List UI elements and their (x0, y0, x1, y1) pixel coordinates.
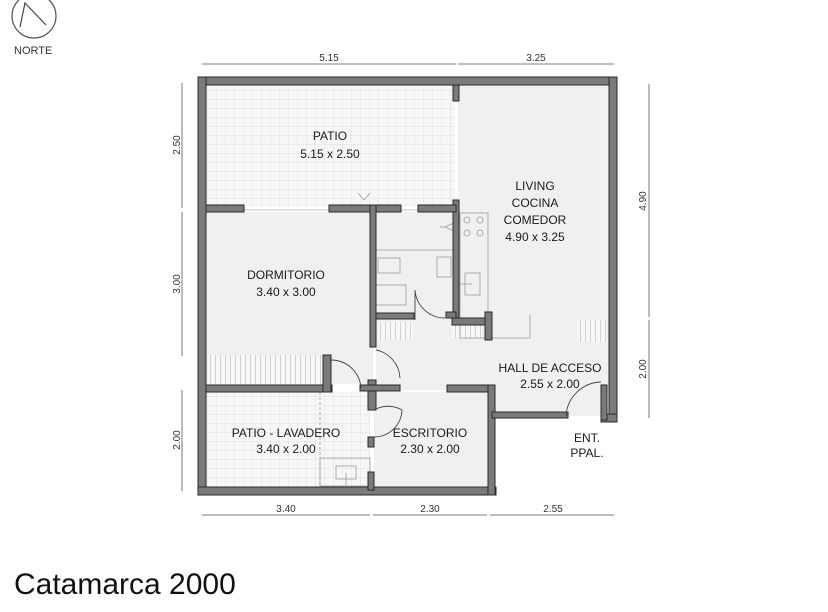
fixtures (208, 192, 607, 487)
room-size: 3.40 x 3.00 (256, 285, 316, 299)
north-arrow-icon: NORTE (11, 0, 57, 57)
hall-floor (376, 320, 611, 390)
svg-text:5.15: 5.15 (319, 53, 339, 64)
room-name: PATIO - LAVADERO (232, 426, 340, 440)
room-size: 2.55 x 2.00 (520, 377, 580, 391)
dormitorio-closet (208, 355, 323, 385)
room-name: HALL DE ACCESO (499, 361, 602, 375)
hall-closet-1 (378, 322, 413, 340)
room-labels: PATIO 5.15 x 2.50 LIVING COCINA COMEDOR … (232, 129, 604, 460)
hall-door-icon (375, 349, 401, 379)
living-closet (577, 320, 607, 342)
north-label: NORTE (14, 45, 52, 57)
svg-text:4.90: 4.90 (638, 191, 649, 211)
svg-text:2.50: 2.50 (172, 135, 183, 155)
bathroom-door-icon (414, 289, 446, 320)
plan-title: Catamarca 2000 (14, 568, 236, 601)
room-name: LIVING (515, 179, 554, 193)
room-name: COCINA (512, 196, 559, 210)
room-name: COMEDOR (504, 213, 567, 227)
room-size: 5.15 x 2.50 (300, 147, 360, 161)
dimension-lines (181, 63, 650, 516)
burner-icon (463, 229, 471, 237)
lavadero-floor (206, 392, 370, 486)
svg-text:3.00: 3.00 (172, 274, 183, 294)
room-size: 3.40 x 2.00 (256, 442, 316, 456)
escritorio-floor (374, 392, 489, 486)
patio-floor (206, 85, 455, 207)
room-size: 2.30 x 2.00 (400, 442, 460, 456)
burner-icon (463, 216, 471, 224)
entrance-door-icon (565, 381, 602, 417)
dimension-labels: 5.15 3.25 3.40 2.30 2.55 2.50 3.00 2.00 … (172, 53, 649, 515)
burner-icon (476, 229, 484, 237)
svg-text:3.40: 3.40 (276, 504, 296, 515)
kitchen-counter (459, 212, 489, 339)
room-name: DORMITORIO (247, 268, 325, 282)
bidet-icon (436, 256, 452, 278)
counter-edge (489, 315, 531, 339)
bathroom-sink-icon (377, 257, 401, 274)
dormitorio-door-icon (330, 359, 362, 389)
svg-text:2.30: 2.30 (420, 504, 440, 515)
room-name: PATIO (313, 129, 347, 143)
room-name: ESCRITORIO (393, 426, 467, 440)
room-size: 4.90 x 3.25 (505, 230, 565, 244)
svg-text:2.00: 2.00 (172, 430, 183, 450)
burner-icon (476, 216, 484, 224)
svg-text:2.00: 2.00 (638, 359, 649, 379)
svg-text:2.55: 2.55 (543, 504, 563, 515)
entrance-label: ENT. (574, 431, 600, 445)
escritorio-door-icon (373, 405, 403, 438)
doors (330, 289, 602, 438)
walls (197, 76, 618, 496)
svg-text:3.25: 3.25 (526, 53, 546, 64)
entrance-label: PPAL. (570, 446, 603, 460)
